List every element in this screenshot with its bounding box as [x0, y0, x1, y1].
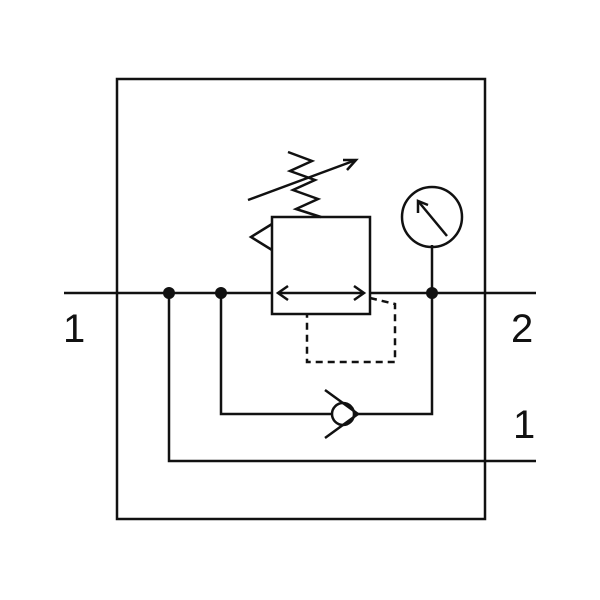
- pilot-line-dashed: [305, 296, 397, 364]
- port-label-inlet: 1: [63, 307, 85, 351]
- check-valve-icon: [324, 388, 361, 440]
- spring-icon: [286, 150, 322, 219]
- port-label-return: 1: [513, 403, 535, 447]
- port-label-outlet: 2: [511, 307, 533, 351]
- pressure-gauge-icon: [400, 185, 464, 249]
- junction-dot-3: [426, 287, 438, 299]
- junction-dot-1: [163, 287, 175, 299]
- bypass-line-lower: [167, 293, 536, 463]
- junction-dot-2: [215, 287, 227, 299]
- check-valve-line-out: [355, 293, 434, 416]
- adjustable-arrow-icon: [247, 158, 359, 202]
- check-valve-line: [219, 293, 332, 416]
- flow-arrow-icon: [275, 284, 367, 302]
- manual-actuator-icon: [248, 222, 273, 252]
- housing-box: [115, 77, 487, 521]
